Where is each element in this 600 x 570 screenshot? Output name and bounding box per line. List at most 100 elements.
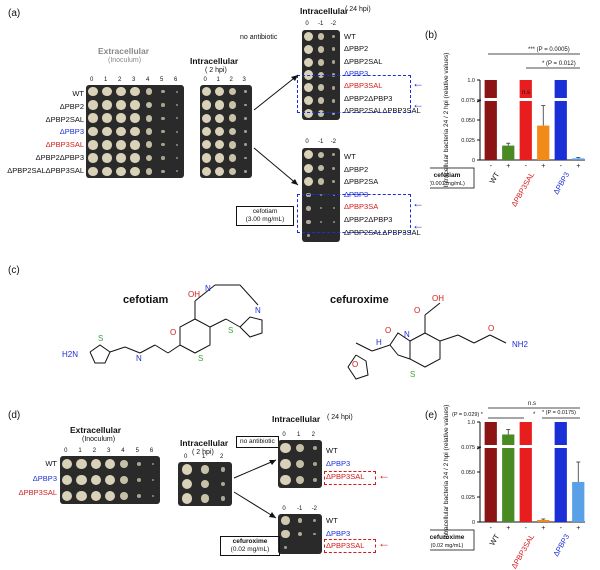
colony-spot [88, 126, 98, 137]
intracellular2-sub-d: ( 2 hpi) [192, 449, 214, 456]
cefotiam-box-a: cefotiam (3.00 mg/mL) [236, 206, 294, 226]
colony-spot [244, 130, 247, 133]
intracellular24-title-d: Intracellular [272, 414, 321, 424]
colony-spot [151, 463, 154, 465]
colony-spot [312, 445, 317, 451]
arrow-icon: ← [378, 536, 390, 550]
panel-a-label: (a) [8, 8, 21, 19]
colony-spot [244, 169, 247, 173]
colony-spot [200, 494, 210, 503]
sign-label: - [525, 525, 528, 532]
colony-spot [303, 70, 313, 80]
cefuroxime-box-d: cefuroxime (0.02 mg/mL) [220, 536, 280, 556]
colony-spot [331, 47, 336, 52]
sig-label: (P = 0.029) * [452, 412, 484, 418]
atom-label: OH [188, 290, 200, 299]
dilution-label: 1 [202, 454, 206, 460]
colony-spot [214, 100, 225, 110]
colony-spot [296, 444, 304, 452]
colony-spot [130, 126, 140, 137]
colony-spot [220, 481, 226, 487]
colony-spot [176, 103, 178, 106]
colony-spot [104, 458, 116, 470]
y-axis-label: Intracellular bacteria 24 / 2 hpi (relat… [443, 405, 450, 540]
bar [537, 125, 550, 160]
inoculum-plate-d [60, 456, 160, 504]
colony-spot [161, 103, 165, 107]
colony-spot [181, 464, 193, 475]
colony-spot [161, 169, 165, 174]
dilution-label: 6 [149, 448, 154, 454]
strain-label: WT [326, 446, 338, 455]
colony-spot [176, 130, 178, 133]
break-band [481, 445, 586, 448]
colony-spot [102, 126, 112, 137]
colony-spot [320, 207, 322, 210]
colony-spot [116, 113, 126, 123]
panel-e-label: (e) [425, 410, 438, 421]
sign-label: + [506, 163, 510, 170]
colony-spot [244, 103, 247, 107]
strain-label: ΔPBP3SAL [326, 472, 365, 481]
strain-label: ΔPBP2ΔPBP3 [35, 153, 84, 162]
panel-b-label: (b) [425, 30, 438, 41]
intracellular24-title-a: Intracellular [300, 6, 349, 16]
colony-spot [130, 153, 140, 163]
colony-spot [331, 73, 336, 77]
colony-spot [331, 111, 336, 116]
colony-spot [244, 156, 247, 160]
colony-spot [62, 474, 73, 486]
bar [519, 422, 532, 522]
colony-spot [116, 126, 126, 137]
atom-label: N [404, 330, 410, 339]
bar [484, 422, 497, 522]
group-label: WT [488, 532, 502, 547]
colony-spot [161, 89, 165, 94]
colony-spot [176, 90, 178, 93]
colony-spot [90, 490, 101, 502]
colony-spot [176, 143, 178, 146]
group-label: ΔPBP3 [551, 533, 571, 558]
strain-label: WT [344, 152, 356, 161]
colony-spot [88, 100, 98, 110]
dilution-label: 3 [107, 448, 111, 454]
colony-spot [161, 116, 165, 120]
cefuroxime-box-conc: (0.02 mg/mL) [230, 546, 270, 553]
strain-label: ΔPBP3SAL [326, 541, 365, 550]
colony-spot [317, 178, 325, 185]
y-tick-label: 0.075 [461, 445, 475, 451]
colony-spot [281, 516, 290, 525]
colony-spot [116, 86, 126, 97]
strain-label: ΔPBP2SA [344, 177, 379, 187]
colony-spot [332, 220, 335, 223]
dilution-label: 4 [121, 448, 125, 454]
strain-label: WT [344, 32, 356, 41]
atom-label: NH2 [512, 340, 529, 349]
colony-spot [120, 492, 129, 500]
strain-label: ΔPBP2SALΔPBP3SAL [344, 105, 421, 115]
bar [572, 482, 585, 522]
colony-spot [332, 153, 336, 157]
y-tick-label: 1.0 [467, 78, 475, 84]
colony-spot [130, 100, 140, 110]
strain-label: WT [72, 89, 84, 98]
dilution-label: 2 [118, 77, 122, 83]
colony-spot [102, 166, 112, 177]
sig-label: * (P = 0.0175) [542, 410, 576, 416]
colony-spot [317, 84, 325, 92]
sign-label: + [506, 525, 510, 532]
colony-spot [317, 33, 325, 40]
colony-spot [102, 86, 112, 97]
colony-spot [116, 140, 126, 150]
colony-spot [320, 220, 322, 223]
group-label: ΔPBP3SAL [509, 533, 536, 570]
sig-label: *** (P = 0.0005) [528, 47, 570, 53]
dilution-label: 0 [184, 454, 188, 460]
colony-spot [244, 143, 247, 147]
colony-spot [296, 476, 304, 484]
dilution-label: 2 [220, 454, 224, 460]
strain-label: ΔPBP3SAL [45, 140, 84, 150]
dilution-label: 6 [174, 77, 178, 83]
sig-label: n.s [528, 401, 536, 407]
